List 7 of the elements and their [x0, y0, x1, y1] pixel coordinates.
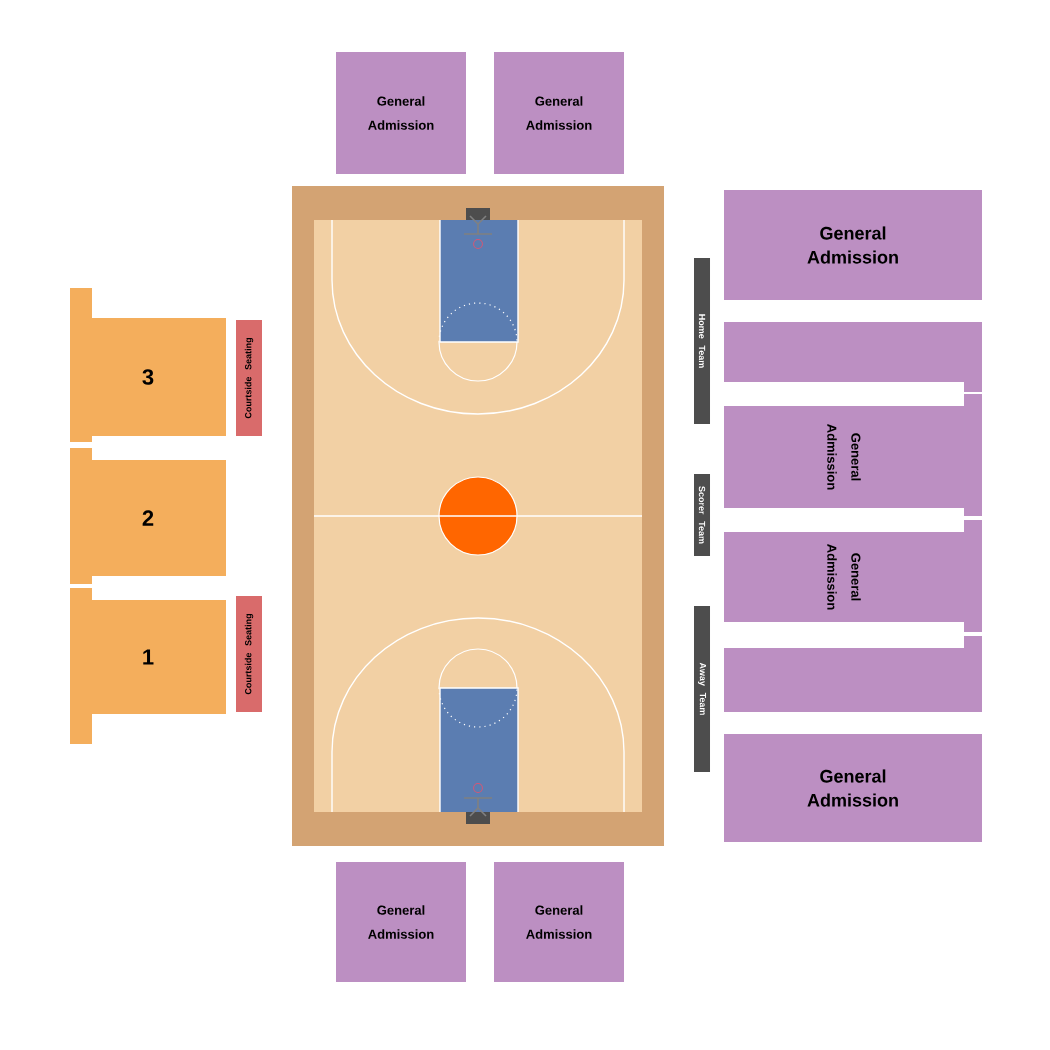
seating-section — [724, 322, 982, 392]
seating-section: 1 — [70, 588, 226, 744]
seating-section: 2 — [70, 448, 226, 584]
seating-section — [724, 636, 982, 712]
seating-section: General Admission — [724, 734, 982, 842]
seating-section: General Admission — [724, 190, 982, 300]
seating-section: 3 — [70, 288, 226, 442]
